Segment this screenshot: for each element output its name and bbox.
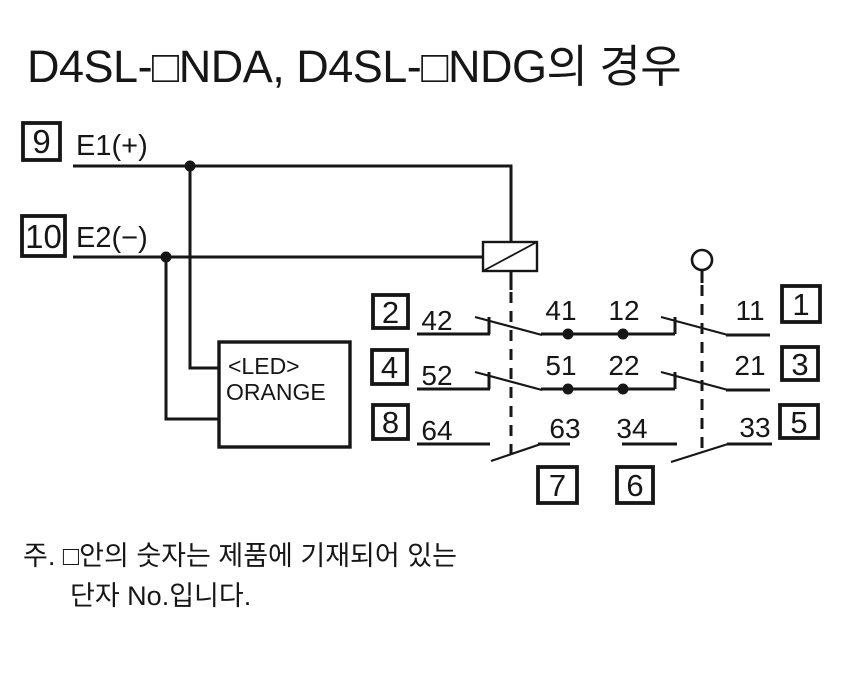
- terminal-number-8: 8: [382, 405, 399, 440]
- led-label-line2: ORANGE: [226, 379, 326, 405]
- terminal-box-9: [21, 121, 62, 162]
- contact-label-63: 63: [549, 413, 580, 444]
- contact-label-64: 64: [421, 415, 452, 446]
- contact-label-33: 33: [739, 412, 770, 443]
- terminal-box-10: [20, 214, 67, 258]
- terminal-number-10: 10: [25, 218, 62, 255]
- terminal-box-4: [370, 348, 409, 386]
- contact-dot-12: [617, 328, 629, 340]
- e1-junction-dot: [184, 160, 196, 172]
- contact-row-1: 2 42 41 12 11 1: [371, 284, 822, 340]
- terminal-number-1: 1: [792, 287, 809, 322]
- terminal-box-1: [780, 284, 822, 324]
- contact-dot-41: [562, 328, 574, 340]
- contact-blade-64-63: [490, 442, 542, 463]
- contact-label-22: 22: [608, 350, 639, 381]
- contact-blade-34-33: [670, 442, 729, 464]
- e2-junction-dot: [160, 251, 172, 263]
- page-title: D4SL-□NDA, D4SL-□NDG의 경우: [27, 41, 682, 92]
- footnote-line2: 단자 No.입니다.: [70, 581, 252, 611]
- led-label-line1: <LED>: [228, 353, 300, 379]
- solenoid-diagonal: [482, 241, 538, 272]
- terminal-number-6: 6: [626, 468, 643, 503]
- contact-dot-51: [562, 383, 574, 395]
- contact-label-51: 51: [545, 350, 576, 381]
- contact-label-42: 42: [421, 305, 452, 336]
- contact-label-11: 11: [735, 295, 764, 326]
- solenoid-section: [481, 240, 539, 456]
- e1-branch-to-led: [188, 166, 219, 370]
- terminal-box-3: [780, 345, 820, 382]
- contact-label-34: 34: [616, 413, 647, 444]
- contact-blade-42-41: [474, 315, 543, 337]
- terminal-box-2: [371, 293, 410, 330]
- terminal-number-2: 2: [382, 295, 399, 330]
- e2-label: E2(−): [76, 222, 148, 254]
- terminal-number-3: 3: [791, 347, 808, 382]
- contact-label-52: 52: [421, 360, 452, 391]
- contact-blade-52-51: [474, 370, 543, 392]
- actuator-head-circle: [690, 248, 714, 272]
- terminal-number-4: 4: [381, 350, 398, 385]
- bottom-terminals: 7 6: [536, 465, 655, 505]
- e2-branch-to-led: [164, 257, 219, 421]
- footnote: 주. □안의 숫자는 제품에 기재되어 있는 단자 No.입니다.: [23, 536, 457, 616]
- terminal-box-6: [615, 465, 655, 505]
- contact-label-41: 41: [545, 295, 576, 326]
- e1-label: E1(+): [76, 130, 148, 162]
- contact-blade-12-11: [660, 315, 729, 337]
- terminal-number-9: 9: [32, 123, 50, 160]
- footnote-line1: 주. □안의 숫자는 제품에 기재되어 있는: [23, 541, 457, 571]
- terminal-number-5: 5: [790, 405, 807, 440]
- terminal-box-8: [371, 403, 410, 441]
- contact-row-3: 8 64 63 34 33 5: [371, 403, 820, 464]
- led-indicator: <LED> ORANGE: [217, 340, 352, 449]
- contact-blade-22-21: [660, 370, 729, 392]
- contact-label-21: 21: [734, 350, 765, 381]
- contact-row-2: 4 52 51 22 21 3: [370, 345, 820, 395]
- terminal-box-7: [536, 465, 579, 505]
- contact-label-12: 12: [608, 295, 639, 326]
- terminal-box-5: [778, 403, 820, 440]
- led-box: [217, 340, 352, 449]
- terminal-number-7: 7: [549, 468, 566, 503]
- actuator-section: [690, 248, 714, 450]
- contact-dot-22: [617, 383, 629, 395]
- e1-wire: [73, 164, 513, 242]
- power-section: 9 E1(+) 10 E2(−): [20, 121, 513, 421]
